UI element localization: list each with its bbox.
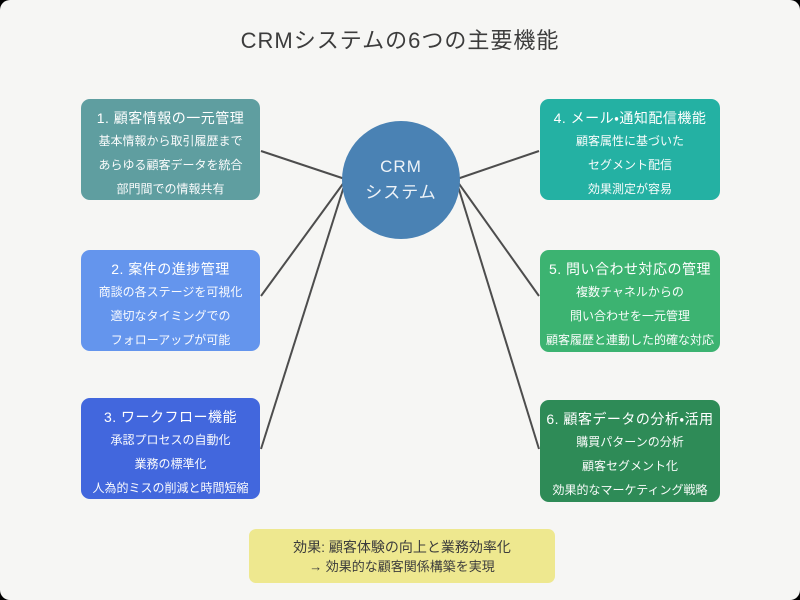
feature-1-line2: あらゆる顧客データを統合 [98, 158, 243, 172]
feature-3-line1: 承認プロセスの自動化 [110, 433, 231, 447]
feature-6-line3: 効果的なマーケティング戦略 [552, 483, 708, 497]
feature-3-title: 3. ワークフロー機能 [103, 409, 238, 425]
feature-4-title: 4. メール・通知配信機能 [553, 110, 707, 126]
feature-3-line3: 人為的ミスの削減と時間短縮 [92, 481, 249, 495]
feature-3-line2: 業務の標準化 [134, 457, 207, 471]
feature-6-line1: 購買パターンの分析 [576, 435, 684, 449]
feature-2-line1: 商談の各ステージを可視化 [98, 285, 243, 299]
feature-1-line3: 部門間での情報共有 [116, 182, 225, 196]
connector-line-3 [260, 182, 346, 450]
connector-line-2 [260, 180, 346, 297]
connector-line-4 [456, 150, 540, 180]
effect-summary-box: 効果: 顧客体験の向上と業務効率化 → 効果的な顧客関係構築を実現 [249, 529, 555, 583]
feature-box-1-customer-info: 1. 顧客情報の一元管理 基本情報から取引履歴まで あらゆる顧客データを統合 部… [81, 99, 260, 200]
diagram-title: CRMシステムの6つの主要機能 [240, 28, 560, 53]
feature-2-line3: フォローアップが可能 [110, 333, 231, 347]
feature-2-line2: 適切なタイミングでの [110, 309, 231, 323]
feature-box-3-workflow: 3. ワークフロー機能 承認プロセスの自動化 業務の標準化 人為的ミスの削減と時… [81, 398, 260, 499]
effect-line2: → 効果的な顧客関係構築を実現 [309, 559, 495, 574]
connector-line-5 [456, 180, 540, 297]
effect-line1: 効果: 顧客体験の向上と業務効率化 [293, 539, 511, 555]
feature-box-4-mail: 4. メール・通知配信機能 顧客属性に基づいた セグメント配信 効果測定が容易 [540, 99, 720, 200]
center-node-line1: CRM [380, 157, 422, 176]
feature-5-line3: 顧客履歴と連動した的確な対応 [545, 333, 714, 347]
feature-1-line1: 基本情報から取引履歴まで [98, 134, 243, 148]
feature-6-title: 6. 顧客データの分析・活用 [546, 411, 714, 427]
feature-box-6-analytics: 6. 顧客データの分析・活用 購買パターンの分析 顧客セグメント化 効果的なマー… [540, 400, 720, 502]
connector-line-1 [260, 150, 346, 180]
feature-box-2-progress: 2. 案件の進捗管理 商談の各ステージを可視化 適切なタイミングでの フォローア… [81, 250, 260, 351]
feature-5-title: 5. 問い合わせ対応の管理 [548, 261, 712, 277]
feature-1-title: 1. 顧客情報の一元管理 [96, 110, 245, 126]
feature-6-line2: 顧客セグメント化 [581, 459, 678, 473]
feature-2-title: 2. 案件の進捗管理 [111, 261, 230, 277]
feature-4-line2: セグメント配信 [587, 158, 672, 172]
center-node-crm: CRM システム [342, 121, 460, 239]
feature-4-line1: 顧客属性に基づいた [575, 134, 684, 148]
feature-box-5-inquiry: 5. 問い合わせ対応の管理 複数チャネルからの 問い合わせを一元管理 顧客履歴と… [540, 250, 720, 352]
connector-line-6 [456, 182, 540, 450]
feature-5-line2: 問い合わせを一元管理 [569, 309, 690, 323]
center-node-line2: システム [365, 183, 437, 202]
feature-4-line3: 効果測定が容易 [587, 182, 672, 196]
feature-5-line1: 複数チャネルからの [576, 285, 684, 299]
